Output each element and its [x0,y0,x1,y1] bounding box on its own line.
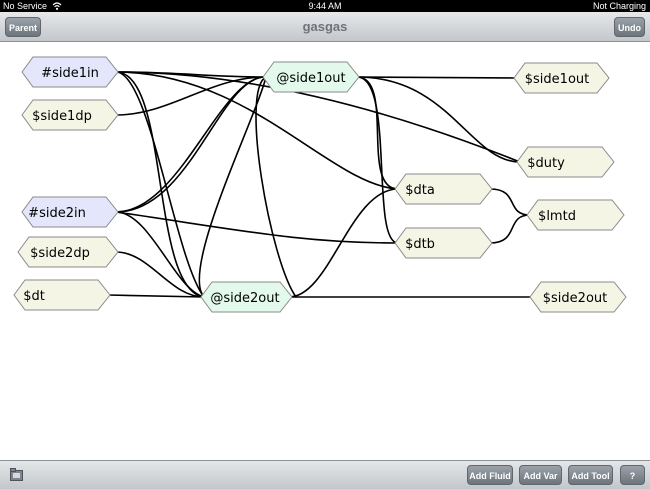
edge [356,76,521,163]
edge [255,76,297,298]
edge [288,188,399,298]
node-side1out-mid[interactable]: @side1out [262,61,360,93]
node-side2out-right[interactable]: $side2out [529,281,627,313]
edge [115,71,205,298]
folder-icon[interactable] [10,468,24,481]
node-duty[interactable]: $duty [516,146,615,178]
edge [356,76,399,244]
undo-button[interactable]: Undo [614,17,645,37]
edge [115,211,205,298]
edge [115,71,205,298]
edge [115,76,266,213]
add-tool-button[interactable]: Add Tool [568,465,613,485]
battery-status: Not Charging [592,1,646,11]
edge [115,251,205,298]
node-side2dp[interactable]: $side2dp [17,236,119,268]
node-label: @side1out [276,71,345,86]
node-label: #side2in [28,206,86,221]
node-dt[interactable]: $dt [13,279,111,311]
node-label: $lmtd [538,209,576,224]
add-fluid-button[interactable]: Add Fluid [467,465,513,485]
navigation-bar: Parent gasgas Undo [0,12,650,42]
node-dta[interactable]: $dta [394,173,493,205]
edge [489,188,531,216]
graph-canvas[interactable]: #side1in $side1dp #side2in $side2dp $dt … [0,42,650,460]
add-var-button[interactable]: Add Var [519,465,562,485]
node-label: $duty [527,156,565,171]
node-side2out-mid[interactable]: @side2out [200,281,293,313]
node-label: $side1out [525,72,589,87]
status-bar: No Service 9:44 AM Not Charging [0,0,650,12]
edge [115,211,399,244]
node-side2in[interactable]: #side2in [21,196,119,228]
node-side1dp[interactable]: $side1dp [21,99,119,131]
node-label: $side1dp [32,109,92,124]
edge [115,71,399,190]
edge [489,214,531,244]
edge [115,76,266,116]
node-label: $dtb [405,237,435,252]
node-label: $side2out [543,291,607,306]
page-title: gasgas [302,19,348,34]
node-label: #side1in [41,66,99,81]
node-dtb[interactable]: $dtb [394,227,493,259]
edge [356,76,399,190]
edge [115,71,521,163]
help-button[interactable]: ? [620,465,645,485]
bottom-toolbar: Add Fluid Add Var Add Tool ? [0,460,650,489]
node-label: $dt [23,289,45,304]
node-side1in[interactable]: #side1in [21,56,119,88]
node-label: $dta [405,183,435,198]
edge [198,76,267,298]
clock: 9:44 AM [308,1,342,11]
node-lmtd[interactable]: $lmtd [526,199,625,231]
node-label: @side2out [210,291,279,306]
parent-button[interactable]: Parent [5,17,41,37]
node-side1out-right[interactable]: $side1out [513,62,610,94]
edges [107,71,533,298]
wifi-icon [52,2,62,10]
edge [107,294,205,298]
node-label: $side2dp [30,246,90,261]
carrier-label: No Service [3,1,48,11]
edge [356,76,519,79]
graph-svg: #side1in $side1dp #side2in $side2dp $dt … [13,56,627,313]
